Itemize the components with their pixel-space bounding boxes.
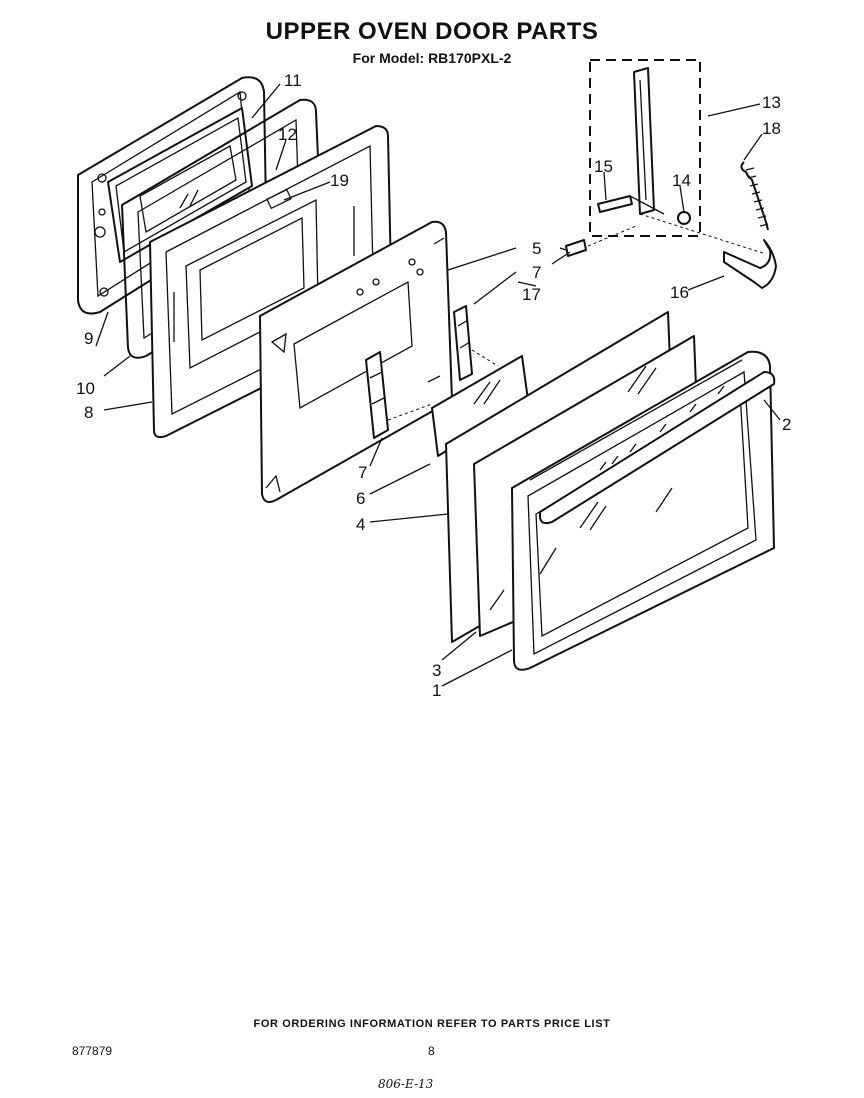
page-number: 8 <box>428 1044 435 1058</box>
callout-10: 10 <box>76 379 95 398</box>
callout-8: 8 <box>84 403 93 422</box>
callout-9: 9 <box>84 329 93 348</box>
callout-2: 2 <box>782 415 791 434</box>
part-1-outer-door <box>511 350 775 671</box>
part-7-bracket-upper <box>453 305 473 381</box>
callout-13: 13 <box>762 93 781 112</box>
callout-15: 15 <box>594 157 613 176</box>
callout-1: 1 <box>432 681 441 700</box>
callout-4: 4 <box>356 515 365 534</box>
part-11-window-frame <box>107 107 253 263</box>
callout-7-upper: 7 <box>532 263 541 282</box>
part-2-handle <box>539 371 776 525</box>
part-17-pin <box>559 239 587 257</box>
callout-18: 18 <box>762 119 781 138</box>
part-13-hinge-assembly <box>589 59 701 237</box>
callout-16: 16 <box>670 283 689 302</box>
part-14-screw <box>677 211 691 225</box>
handwritten-code: 806-E-13 <box>378 1077 434 1091</box>
part-18-spring <box>740 161 769 231</box>
part-15-pin <box>597 195 633 213</box>
part-7-bracket-lower <box>365 351 389 439</box>
callout-19: 19 <box>330 171 349 190</box>
leader-lines <box>95 83 781 687</box>
part-16-hinge-lever <box>723 239 777 289</box>
callout-3: 3 <box>432 661 441 680</box>
document-number: 877879 <box>72 1044 113 1058</box>
callout-14: 14 <box>672 171 691 190</box>
callout-17: 17 <box>522 285 541 304</box>
callout-11: 11 <box>284 71 302 90</box>
model-subtitle: For Model: RB170PXL-2 <box>352 50 512 66</box>
ordering-note: FOR ORDERING INFORMATION REFER TO PARTS … <box>253 1018 611 1030</box>
callout-5: 5 <box>532 239 541 258</box>
callout-6: 6 <box>356 489 365 508</box>
callout-12: 12 <box>278 125 297 144</box>
page-title: UPPER OVEN DOOR PARTS <box>265 18 599 45</box>
callout-7-lower: 7 <box>358 463 367 482</box>
